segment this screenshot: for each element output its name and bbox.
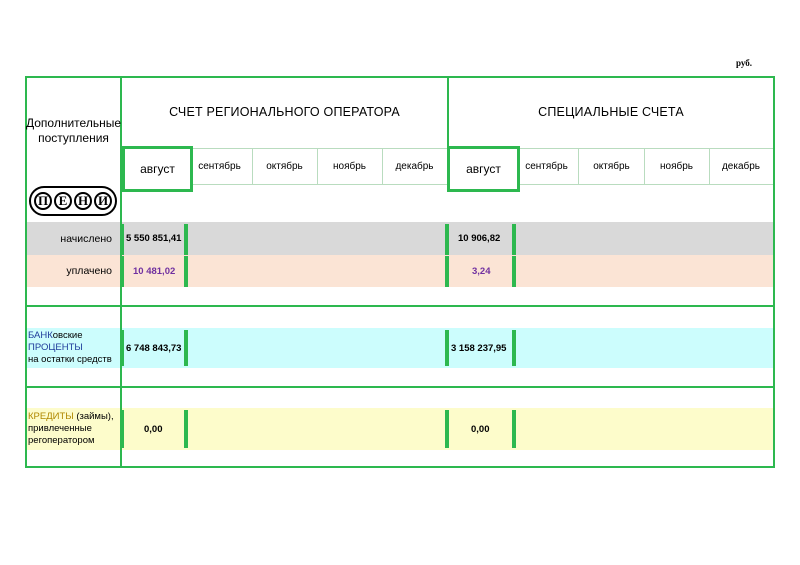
peni-paid-label: уплачено — [66, 265, 112, 277]
grid-line — [382, 148, 383, 184]
bank-label-rest: овские — [52, 330, 83, 341]
peni-accrued-label: начислено — [60, 232, 112, 245]
peni-logo-frame — [29, 186, 117, 216]
peni-accrued-special-value: 10 906,82 — [458, 233, 501, 244]
peni-paid-special-value: 3,24 — [472, 265, 491, 277]
cell-marker — [120, 410, 124, 448]
bank-label-line2: ПРОЦЕНТЫ — [28, 342, 83, 353]
month-regional-november[interactable]: ноябрь — [333, 160, 366, 172]
peni-letter: Н — [74, 192, 92, 210]
cell-marker — [445, 410, 449, 448]
month-special-september[interactable]: сентябрь — [525, 160, 568, 172]
grid-line — [317, 148, 318, 184]
cell-marker — [512, 256, 516, 287]
left-header-text: Дополнительные поступления — [26, 116, 121, 145]
left-header-label: Дополнительные поступления — [26, 78, 121, 184]
grid-line — [644, 148, 645, 184]
cell-marker — [120, 330, 124, 366]
cell-marker — [445, 330, 449, 366]
table-border-left — [25, 76, 27, 468]
credits-label-highlight: КРЕДИТЫ — [28, 411, 74, 422]
cell-marker — [184, 256, 188, 287]
grid-line — [252, 148, 253, 184]
credits-label-rest: (займы), — [73, 411, 114, 422]
peni-logo: П Е Н И — [34, 192, 112, 210]
special-accounts-header: СПЕЦИАЛЬНЫЕ СЧЕТА — [538, 105, 684, 119]
peni-letter: П — [34, 192, 52, 210]
cell-marker — [184, 330, 188, 366]
cell-marker — [445, 224, 449, 255]
table-line — [25, 386, 775, 388]
month-special-october[interactable]: октябрь — [593, 160, 630, 172]
bank-interest-label: БАНКовские ПРОЦЕНТЫ на остатки средств — [28, 330, 120, 366]
credits-label: КРЕДИТЫ (займы), привлеченные регоперато… — [28, 411, 120, 447]
peni-letter: Е — [54, 192, 72, 210]
credits-label-line3: регоператором — [28, 435, 95, 446]
unit-label: руб. — [736, 58, 753, 68]
table-border-right — [773, 76, 775, 468]
month-regional-december[interactable]: декабрь — [395, 160, 434, 172]
bank-special-value: 3 158 237,95 — [451, 342, 507, 354]
table-line — [25, 305, 775, 307]
cell-marker — [120, 256, 124, 287]
peni-paid-row — [25, 255, 775, 287]
month-regional-august[interactable]: август — [122, 146, 193, 192]
bank-regional-value: 6 748 843,73 — [126, 342, 182, 354]
peni-accrued-left — [25, 222, 121, 255]
peni-paid-regional-value: 10 481,02 — [133, 265, 176, 277]
credits-row — [25, 408, 775, 450]
cell-marker — [184, 224, 188, 255]
bank-row — [25, 328, 775, 368]
credits-regional-value: 0,00 — [144, 423, 163, 435]
table-border-top — [25, 76, 775, 78]
credits-special-value: 0,00 — [471, 423, 490, 435]
grid-line — [578, 148, 579, 184]
peni-letter: И — [94, 192, 112, 210]
grid-line — [709, 148, 710, 184]
bank-label-line3: на остатки средств — [28, 354, 112, 365]
cell-marker — [512, 330, 516, 366]
cell-marker — [184, 410, 188, 448]
bank-label-highlight: БАНК — [28, 330, 53, 341]
cell-marker — [445, 256, 449, 287]
column-divider-middle — [447, 76, 449, 184]
peni-accrued-regional-value: 5 550 851,41 — [126, 233, 182, 244]
table-border-bottom — [25, 466, 775, 468]
month-special-august[interactable]: август — [447, 146, 520, 192]
month-regional-september[interactable]: сентябрь — [198, 160, 241, 172]
cell-marker — [512, 410, 516, 448]
cell-marker — [120, 224, 124, 255]
credits-label-line2: привлеченные — [28, 423, 92, 434]
month-special-december[interactable]: декабрь — [721, 160, 761, 172]
month-special-november[interactable]: ноябрь — [660, 160, 693, 172]
month-regional-october[interactable]: октябрь — [266, 160, 303, 172]
regional-operator-header: СЧЕТ РЕГИОНАЛЬНОГО ОПЕРАТОРА — [169, 105, 400, 119]
cell-marker — [512, 224, 516, 255]
